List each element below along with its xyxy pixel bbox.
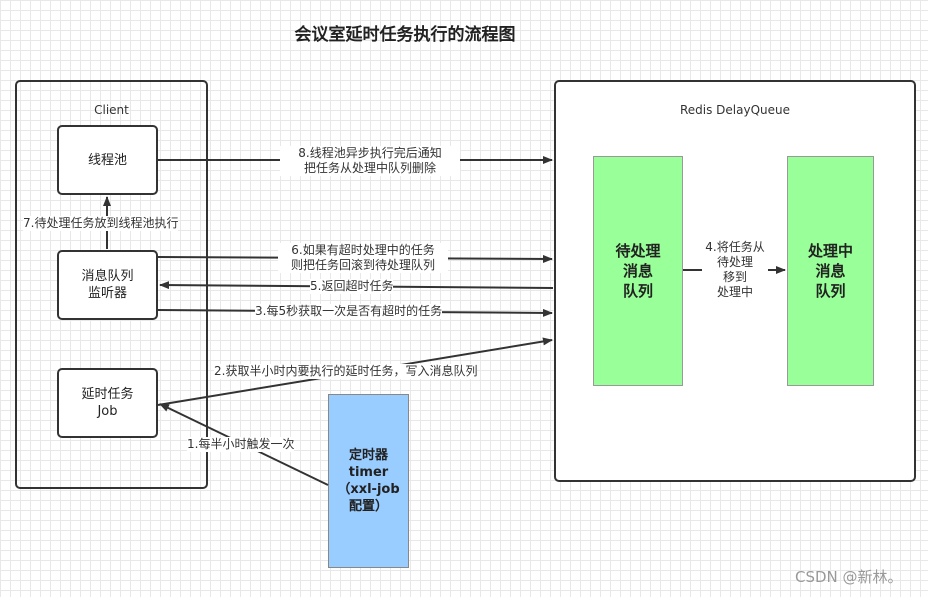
- timer-label-2: timer: [348, 465, 389, 480]
- timer-label-3: （xxl-job: [337, 482, 400, 497]
- delay-job-node[interactable]: 延时任务 Job: [57, 368, 158, 438]
- arrow-1-label: 1.每半小时触发一次: [187, 437, 295, 452]
- arrow-8-label: 8.线程池异步执行完后通知把任务从处理中队列删除: [280, 146, 460, 176]
- job-label-1: 延时任务: [81, 387, 134, 402]
- arrow-6-label: 6.如果有超时处理中的任务则把任务回滚到待处理队列: [278, 243, 448, 273]
- timer-label-1: 定时器: [348, 448, 388, 463]
- listener-label-2: 监听器: [87, 286, 127, 301]
- job-label-2: Job: [97, 404, 118, 419]
- thread-pool-node[interactable]: 线程池: [57, 125, 158, 195]
- arrow-4-label: 4.将任务从待处理移到处理中: [702, 240, 768, 300]
- processing-label-3: 队列: [815, 282, 846, 300]
- timer-node[interactable]: 定时器 timer （xxl-job 配置）: [328, 394, 409, 568]
- listener-node[interactable]: 消息队列监听器: [57, 250, 158, 320]
- arrow-5-label: 5.返回超时任务: [310, 279, 394, 294]
- arrow-7-label: 7.待处理任务放到线程池执行: [23, 216, 179, 231]
- pending-label-3: 队列: [622, 282, 653, 300]
- pending-label-1: 待处理: [615, 242, 661, 260]
- timer-label-4: 配置）: [348, 499, 388, 514]
- pending-queue-node[interactable]: 待处理消息队列: [593, 156, 683, 386]
- listener-label-1: 消息队列: [81, 269, 134, 284]
- pending-label-2: 消息: [622, 262, 653, 280]
- processing-queue-node[interactable]: 处理中消息队列: [787, 156, 874, 386]
- client-label: Client: [94, 103, 129, 117]
- arrow-3-label: 3.每5秒获取一次是否有超时的任务: [255, 304, 443, 319]
- thread-pool-label: 线程池: [87, 152, 127, 168]
- processing-label-2: 消息: [815, 262, 846, 280]
- watermark: CSDN @新林。: [795, 568, 903, 586]
- redis-label: Redis DelayQueue: [679, 103, 791, 117]
- arrow-2-label: 2.获取半小时内要执行的延时任务，写入消息队列: [214, 364, 478, 379]
- diagram-title: 会议室延时任务执行的流程图: [294, 25, 516, 45]
- processing-label-1: 处理中: [807, 242, 853, 260]
